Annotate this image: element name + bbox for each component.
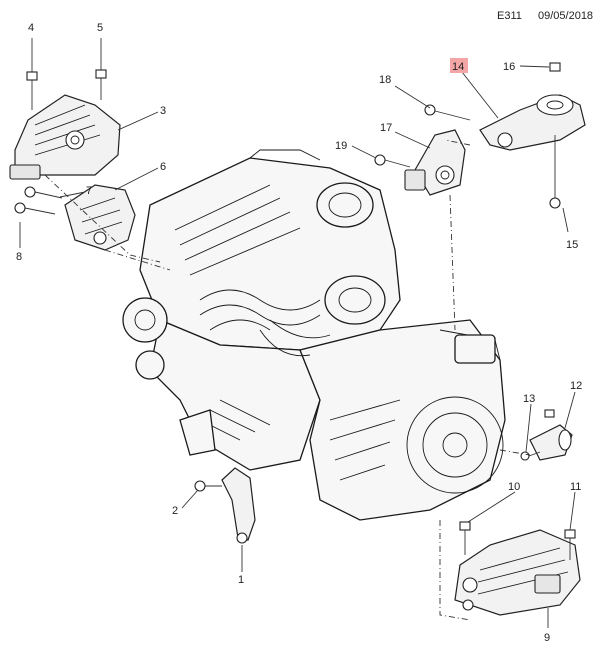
callout-17: 17 — [380, 122, 392, 134]
part-14-torque-strut — [479, 94, 586, 151]
part-6-mount-bracket — [64, 184, 136, 251]
callout-11: 11 — [570, 481, 581, 493]
diagram-code: E311 — [497, 10, 522, 22]
diagram-date: 09/05/2018 — [538, 10, 594, 22]
part-3-engine-mount — [9, 94, 121, 180]
callout-2: 2 — [172, 505, 178, 517]
callout-8: 8 — [16, 251, 22, 263]
part-9-transmission-mount — [454, 529, 581, 616]
leader-lines — [19, 38, 576, 628]
part-12-bracket — [529, 424, 573, 461]
callout-13: 13 — [523, 393, 535, 405]
callout-15: 15 — [566, 239, 578, 251]
callout-3: 3 — [160, 105, 166, 117]
part-1-lower-bracket — [221, 467, 256, 544]
callout-4: 4 — [28, 22, 34, 34]
callout-1: 1 — [238, 574, 244, 586]
callout-6: 6 — [160, 161, 166, 173]
callout-10: 10 — [508, 481, 520, 493]
callout-labels: 4 5 3 6 7 8 18 14 16 17 19 15 13 12 10 1… — [16, 22, 582, 644]
callout-14-highlight — [450, 58, 468, 73]
callout-18: 18 — [379, 74, 391, 86]
bolts — [14, 62, 576, 560]
callout-19: 19 — [335, 140, 347, 152]
callout-7: 7 — [86, 185, 92, 197]
engine-transmission-assembly — [122, 149, 506, 521]
callout-9: 9 — [544, 632, 550, 644]
callout-12: 12 — [570, 380, 582, 392]
part-17-strut-bracket — [404, 129, 466, 196]
callout-16: 16 — [503, 61, 515, 73]
callout-14: 14 — [452, 61, 464, 73]
callout-5: 5 — [97, 22, 103, 34]
alignment-lines — [44, 139, 531, 621]
